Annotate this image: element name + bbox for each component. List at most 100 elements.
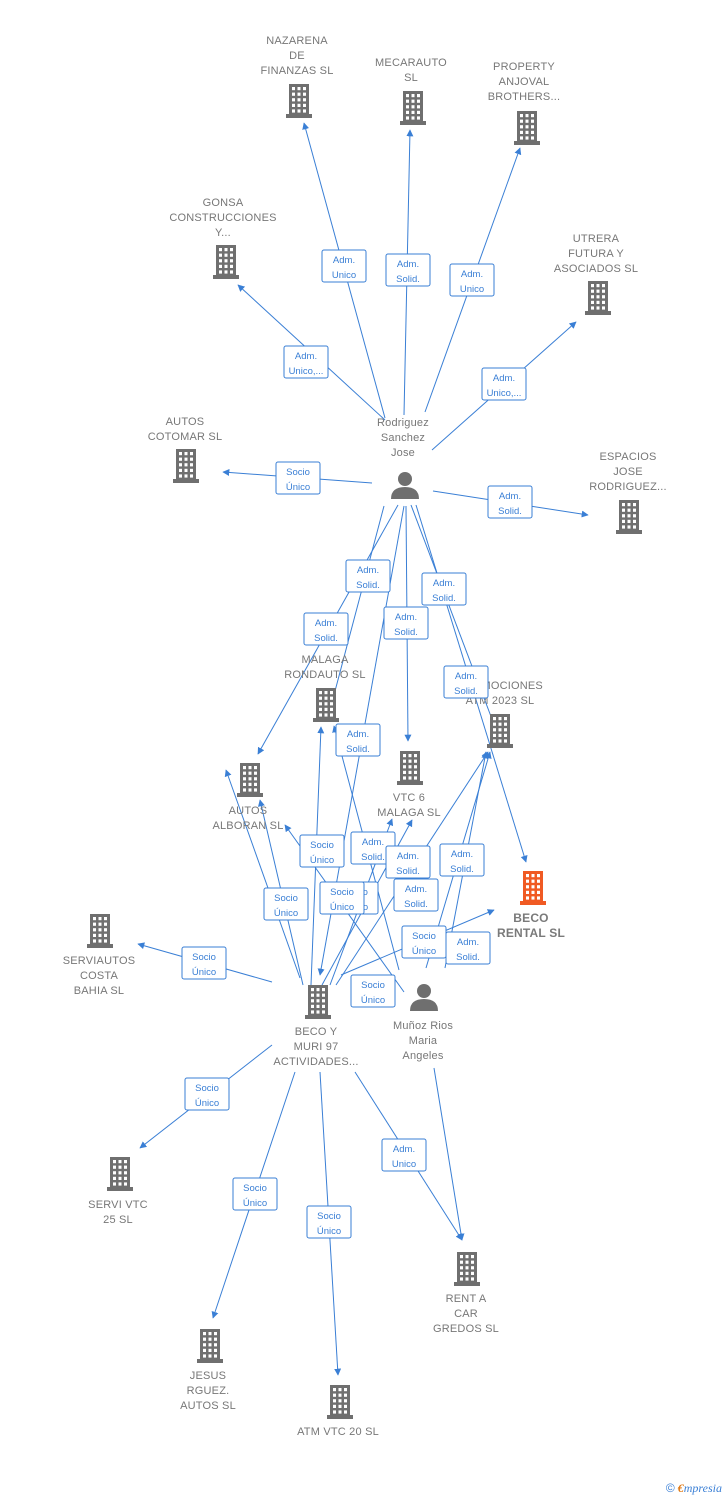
edge-label-text: Adm. xyxy=(397,851,419,862)
edge-role-label[interactable]: Adm.Solid. xyxy=(421,572,467,606)
edge-role-label[interactable]: Adm.Solid. xyxy=(385,845,431,879)
node-label: RGUEZ. xyxy=(187,1385,230,1397)
edge-label-text: Adm. xyxy=(347,729,369,740)
building-icon xyxy=(197,1329,223,1363)
edge-label-box xyxy=(445,931,491,965)
edge-role-label[interactable]: Adm.Unico xyxy=(381,1138,427,1172)
edge-label-text: Socio xyxy=(192,952,216,963)
node-label: MURI 97 xyxy=(294,1041,339,1053)
edge-role-label[interactable]: Adm.Unico xyxy=(449,263,495,297)
edge-label-box xyxy=(319,881,365,915)
node-label: BECO xyxy=(513,911,548,925)
edge-labels-layer: Adm.UnicoAdm.Solid.Adm.UnicoAdm.Unico,..… xyxy=(181,249,533,1239)
edge-label-text: Adm. xyxy=(433,578,455,589)
edge-label-text: Solid. xyxy=(356,580,380,591)
edge-role-label[interactable]: Adm.Solid. xyxy=(385,253,431,287)
edge-role-label[interactable]: Adm.Solid. xyxy=(443,665,489,699)
node-label: RENTAL SL xyxy=(497,926,565,940)
edge-role-label[interactable]: Adm.Solid. xyxy=(439,843,485,877)
node-label: MECARAUTO xyxy=(375,57,447,69)
edge-role-label[interactable]: Adm.Solid. xyxy=(383,606,429,640)
edge-label-box xyxy=(421,572,467,606)
node-gonsa[interactable]: GONSACONSTRUCCIONESY... xyxy=(169,197,276,279)
brand-footer[interactable]: ©€mpresia xyxy=(666,1481,722,1496)
node-atm20[interactable]: ATM VTC 20 SL xyxy=(297,1385,379,1438)
node-label: Muñoz Rios xyxy=(393,1020,453,1032)
edge-label-text: Socio xyxy=(286,467,310,478)
edge-role-label[interactable]: Adm.Solid. xyxy=(303,612,349,646)
edge-role-label[interactable]: Adm.Solid. xyxy=(487,485,533,519)
edge-label-box xyxy=(283,345,329,379)
building-icon xyxy=(305,985,331,1019)
edge-role-label[interactable]: Adm.Unico,... xyxy=(283,345,329,379)
node-label: AUTOS xyxy=(166,416,205,428)
edge-label-text: Adm. xyxy=(362,837,384,848)
edge-label-box xyxy=(385,845,431,879)
edge-label-text: Unico,... xyxy=(487,388,522,399)
edge-role-label[interactable]: Adm.Solid. xyxy=(335,723,381,757)
edge-label-text: Adm. xyxy=(493,373,515,384)
edge-label-text: Socio xyxy=(317,1211,341,1222)
node-espacios[interactable]: ESPACIOSJOSERODRIGUEZ... xyxy=(589,451,667,534)
edge-label-text: Adm. xyxy=(315,618,337,629)
edge-role-label[interactable]: Adm.Solid. xyxy=(393,878,439,912)
edge-role-label[interactable]: Adm. Unico xyxy=(321,249,367,283)
node-label: CAR xyxy=(454,1308,478,1320)
edge-label-text: Adm. xyxy=(455,671,477,682)
node-label: RODRIGUEZ... xyxy=(589,481,667,493)
building-icon xyxy=(400,91,426,125)
node-label: CONSTRUCCIONES xyxy=(169,212,276,224)
edge-label-text: Único xyxy=(286,482,310,493)
edge-label-text: Unico,... xyxy=(289,366,324,377)
edge-role-label[interactable]: Adm. Unico,... xyxy=(481,367,527,401)
node-label: ANJOVAL xyxy=(499,76,550,88)
building-icon xyxy=(616,500,642,534)
edge-label-text: Unico xyxy=(392,1159,416,1170)
edge-label-text: Adm. xyxy=(333,255,355,266)
node-property[interactable]: PROPERTYANJOVALBROTHERS... xyxy=(488,61,561,145)
person-icon xyxy=(391,472,419,499)
node-label: BROTHERS... xyxy=(488,91,561,103)
edge-label-text: Adm. xyxy=(405,884,427,895)
node-label: JESUS xyxy=(190,1370,226,1382)
edge-label-box xyxy=(275,461,321,495)
edge-role-label[interactable]: Adm.Solid. xyxy=(445,931,491,965)
edge-line xyxy=(328,505,385,711)
edge-label-box xyxy=(263,887,309,921)
edge-label-text: Solid. xyxy=(361,852,385,863)
building-icon xyxy=(520,871,546,905)
edge-role-label[interactable]: Adm.Solid. xyxy=(345,559,391,593)
edge-label-text: Único xyxy=(274,908,298,919)
edge-label-box xyxy=(335,723,381,757)
edge-label-text: Unico xyxy=(332,270,356,281)
edge-label-text: Único xyxy=(243,1198,267,1209)
node-label: AUTOS xyxy=(229,805,268,817)
node-label: NAZARENA xyxy=(266,35,328,47)
edge-label-text: Socio xyxy=(243,1183,267,1194)
